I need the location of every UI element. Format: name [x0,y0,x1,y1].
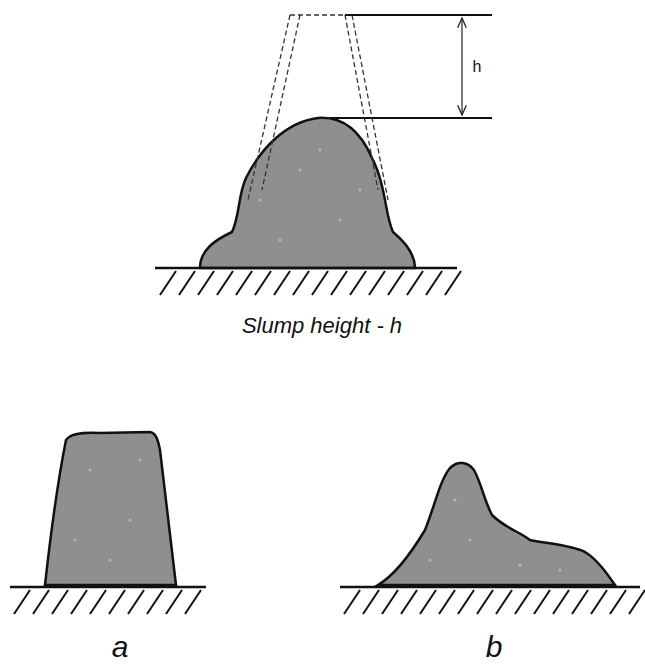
texture-dot [88,468,91,471]
hatch-stroke [166,590,182,614]
hatch-stroke [534,590,550,614]
concrete-shape-b [378,463,615,585]
texture-dot [468,538,471,541]
slumped-concrete [200,118,415,268]
hatch-stroke [255,271,271,295]
texture-dot [558,568,561,571]
hatch-stroke [407,271,423,295]
hatch-stroke [553,590,569,614]
hatch-stroke [496,590,512,614]
hatch-stroke [147,590,163,614]
ground-surface [10,268,640,587]
hatch-stroke [198,271,214,295]
dimension-arrow [461,18,462,115]
texture-dot [278,238,281,241]
hatch-stroke [33,590,49,614]
sub-figure-label: a [112,630,129,663]
hatch-stroke [458,590,474,614]
hatch-stroke [420,590,436,614]
hatch-stroke [160,271,176,295]
hatch-stroke [439,590,455,614]
slump-cone-outline [248,15,388,200]
hatch-stroke [52,590,68,614]
hatch-stroke [445,271,461,295]
texture-dot [258,198,261,201]
hatch-stroke [629,590,645,614]
hatch-stroke [14,590,30,614]
concrete-shape-a [45,432,176,585]
texture-dot [338,218,341,221]
hatch-stroke [572,590,588,614]
hatch-stroke [388,271,404,295]
hatch-stroke [331,271,347,295]
hatch-stroke [217,271,233,295]
hatch-stroke [515,590,531,614]
hatch-stroke [236,271,252,295]
hatch-stroke [185,590,201,614]
hatch-stroke [90,590,106,614]
hatch-stroke [363,590,379,614]
hatch-stroke [293,271,309,295]
texture-dot [453,498,456,501]
sub-figure-label: b [486,630,503,663]
hatch-stroke [477,590,493,614]
hatch-stroke [344,590,360,614]
texture-dot [108,558,111,561]
figure-caption: Slump height - h [242,314,402,338]
texture-dot [428,558,431,561]
hatch-stroke [369,271,385,295]
hatch-stroke [71,590,87,614]
texture-dot [358,188,361,191]
hatch-stroke [610,590,626,614]
hatch-stroke [128,590,144,614]
hatch-stroke [274,271,290,295]
hatch-stroke [179,271,195,295]
hatch-stroke [426,271,442,295]
ground-hatching [14,271,645,614]
hatch-stroke [401,590,417,614]
texture-dot [128,518,131,521]
texture-dot [318,148,321,151]
hatch-stroke [109,590,125,614]
hatch-stroke [382,590,398,614]
concrete-texture [73,148,561,571]
hatch-stroke [312,271,328,295]
texture-dot [73,538,76,541]
texture-dot [138,458,141,461]
hatch-stroke [350,271,366,295]
height-reference-lines [330,15,492,118]
hatch-stroke [591,590,607,614]
texture-dot [518,563,521,566]
dimension-label: h [473,58,482,76]
texture-dot [298,168,301,171]
